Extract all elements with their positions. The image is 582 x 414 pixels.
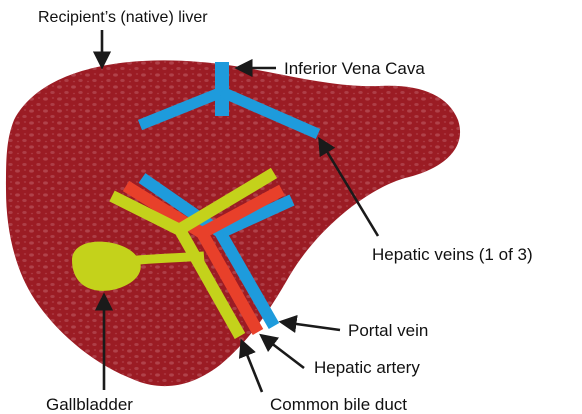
label-gallbladder: Gallbladder <box>46 395 133 414</box>
label-portal-vein: Portal vein <box>348 321 428 340</box>
label-hepatic-artery: Hepatic artery <box>314 358 420 377</box>
label-native-liver: Recipient’s (native) liver <box>38 9 208 26</box>
label-common-bile-duct: Common bile duct <box>270 395 407 414</box>
arrow-hepatic-artery <box>262 336 304 368</box>
arrow-common-bile-duct <box>242 342 262 392</box>
label-inferior-vena-cava: Inferior Vena Cava <box>284 59 425 78</box>
label-hepatic-veins: Hepatic veins (1 of 3) <box>372 245 533 264</box>
arrow-portal-vein <box>282 322 340 330</box>
